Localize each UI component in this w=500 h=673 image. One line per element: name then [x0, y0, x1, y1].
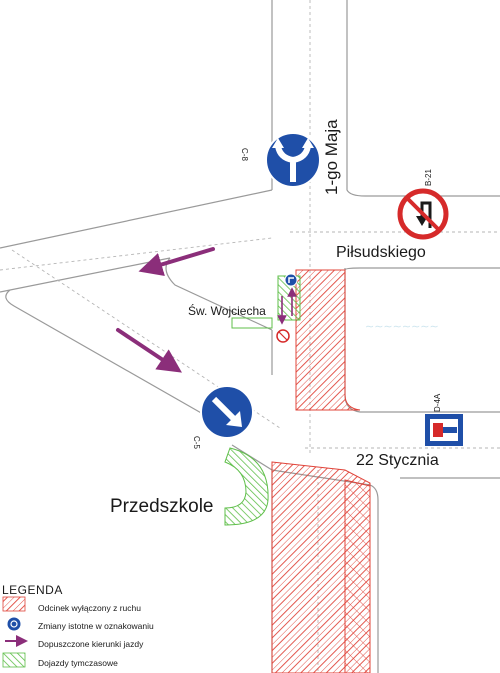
street-label-1-go-maja: 1-go Maja — [322, 119, 341, 195]
small-direction-arrows — [277, 287, 297, 325]
sign-code-d4a: D-4A — [433, 393, 442, 412]
wojciecha-road-upper-edge — [5, 289, 211, 419]
maja-road-right-edge — [346, 0, 500, 197]
legend-item-label: Zmiany istotne w oznakowaniu — [38, 621, 154, 631]
legend-item-label: Odcinek wyłączony z ruchu — [38, 603, 141, 613]
temp-access-kindergarten — [224, 447, 269, 526]
allowed-directions — [116, 247, 215, 373]
diagonal-road-top-edge — [0, 189, 273, 249]
temp-access-wojciecha-bar — [231, 317, 273, 329]
right-block-edge — [344, 268, 500, 413]
sign-d4a-icon — [425, 414, 463, 446]
street-label-pilsudskiego: Piłsudskiego — [336, 244, 426, 261]
legend-item-label: Dojazdy tymczasowe — [38, 658, 118, 668]
legend-swatch-closed — [2, 596, 26, 612]
direction-arrow-west — [138, 247, 215, 277]
sign-c8-icon — [265, 132, 321, 188]
diagonal-road-bottom-edge — [0, 257, 171, 293]
place-label-kindergarten: Przedszkole — [110, 496, 214, 517]
sign-code-b21: B-21 — [424, 169, 433, 186]
sign-c5-icon — [200, 385, 254, 439]
legend-title: LEGENDA — [2, 583, 63, 597]
small-red-sign-icon — [276, 329, 290, 343]
legend-swatch-temp — [2, 652, 26, 668]
legend-item-label: Dopuszczone kierunki jazdy — [38, 639, 144, 649]
legend: LEGENDA Odcinek wyłączony z ruchu Zmiany… — [2, 583, 252, 668]
sign-b21-icon — [397, 188, 449, 240]
lower-left-diag — [231, 444, 273, 471]
small-sign-icon — [284, 273, 298, 287]
faded-watermark: ∼∼∼∼∼∼∼∼ — [365, 321, 439, 333]
direction-arrow-southeast — [116, 328, 182, 373]
closed-section-upper — [295, 269, 361, 411]
closed-sections — [271, 269, 371, 673]
closed-section-strip — [344, 479, 371, 673]
street-label-22-stycznia: 22 Stycznia — [356, 452, 439, 469]
legend-swatches — [2, 596, 28, 668]
pilsudskiego-lower-edge — [344, 267, 500, 271]
sign-code-c5: C-5 — [192, 436, 201, 449]
street-label-sw-wojciecha: Św. Wojciecha — [188, 304, 266, 318]
wojciecha-road-lower-edge — [165, 257, 273, 331]
sign-code-c8: C-8 — [240, 148, 249, 161]
temporary-access — [224, 275, 301, 526]
legend-swatch-sign — [7, 617, 21, 631]
